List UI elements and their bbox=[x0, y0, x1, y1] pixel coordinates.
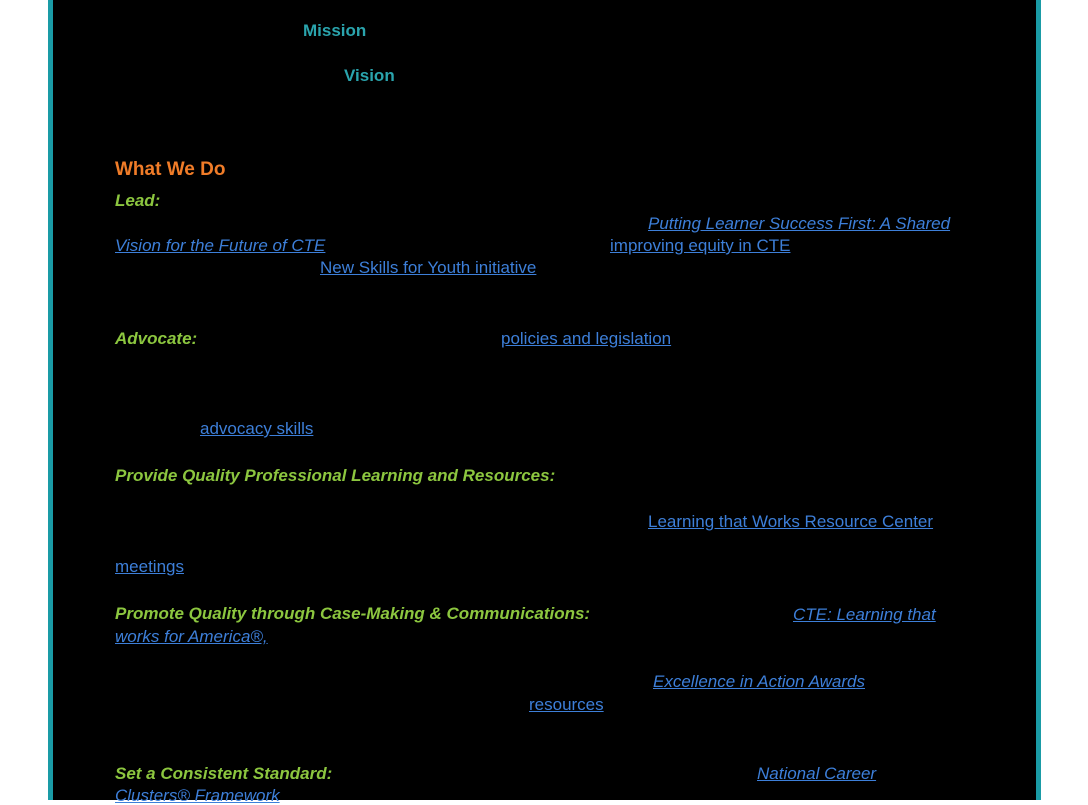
vision-heading: Vision bbox=[344, 66, 395, 85]
standard-label: Set a Consistent Standard: bbox=[115, 764, 333, 783]
policies-link[interactable]: policies and legislation bbox=[501, 329, 672, 348]
shared-vision-link[interactable]: Putting Learner Success First: A Shared bbox=[648, 214, 951, 233]
mission-heading: Mission bbox=[303, 21, 367, 40]
equity-link[interactable]: improving equity in CTE bbox=[610, 236, 791, 255]
shared-vision-link-cont[interactable]: Vision for the Future of CTE bbox=[115, 236, 326, 255]
meetings-link[interactable]: meetings bbox=[115, 557, 184, 576]
content-panel bbox=[48, 0, 1041, 800]
advocacy-skills-link[interactable]: advocacy skills bbox=[200, 419, 314, 438]
career-clusters-link[interactable]: National Career bbox=[757, 764, 877, 783]
promote-label: Promote Quality through Case-Making & Co… bbox=[115, 604, 591, 623]
professional-learning-label: Provide Quality Professional Learning an… bbox=[115, 466, 556, 485]
cte-learning-link[interactable]: CTE: Learning that bbox=[793, 605, 936, 624]
resources-link[interactable]: resources bbox=[529, 695, 604, 714]
advocate-label: Advocate: bbox=[115, 329, 198, 348]
resource-center-link[interactable]: Learning that Works Resource Center bbox=[648, 512, 934, 531]
excellence-awards-link[interactable]: Excellence in Action Awards bbox=[653, 672, 865, 691]
what-we-do-heading: What We Do bbox=[115, 159, 226, 180]
new-skills-link[interactable]: New Skills for Youth initiative bbox=[320, 258, 537, 277]
lead-label: Lead: bbox=[115, 191, 161, 210]
career-clusters-link-cont[interactable]: Clusters® Framework bbox=[115, 786, 280, 805]
cte-learning-link-cont[interactable]: works for America®, bbox=[115, 627, 268, 646]
